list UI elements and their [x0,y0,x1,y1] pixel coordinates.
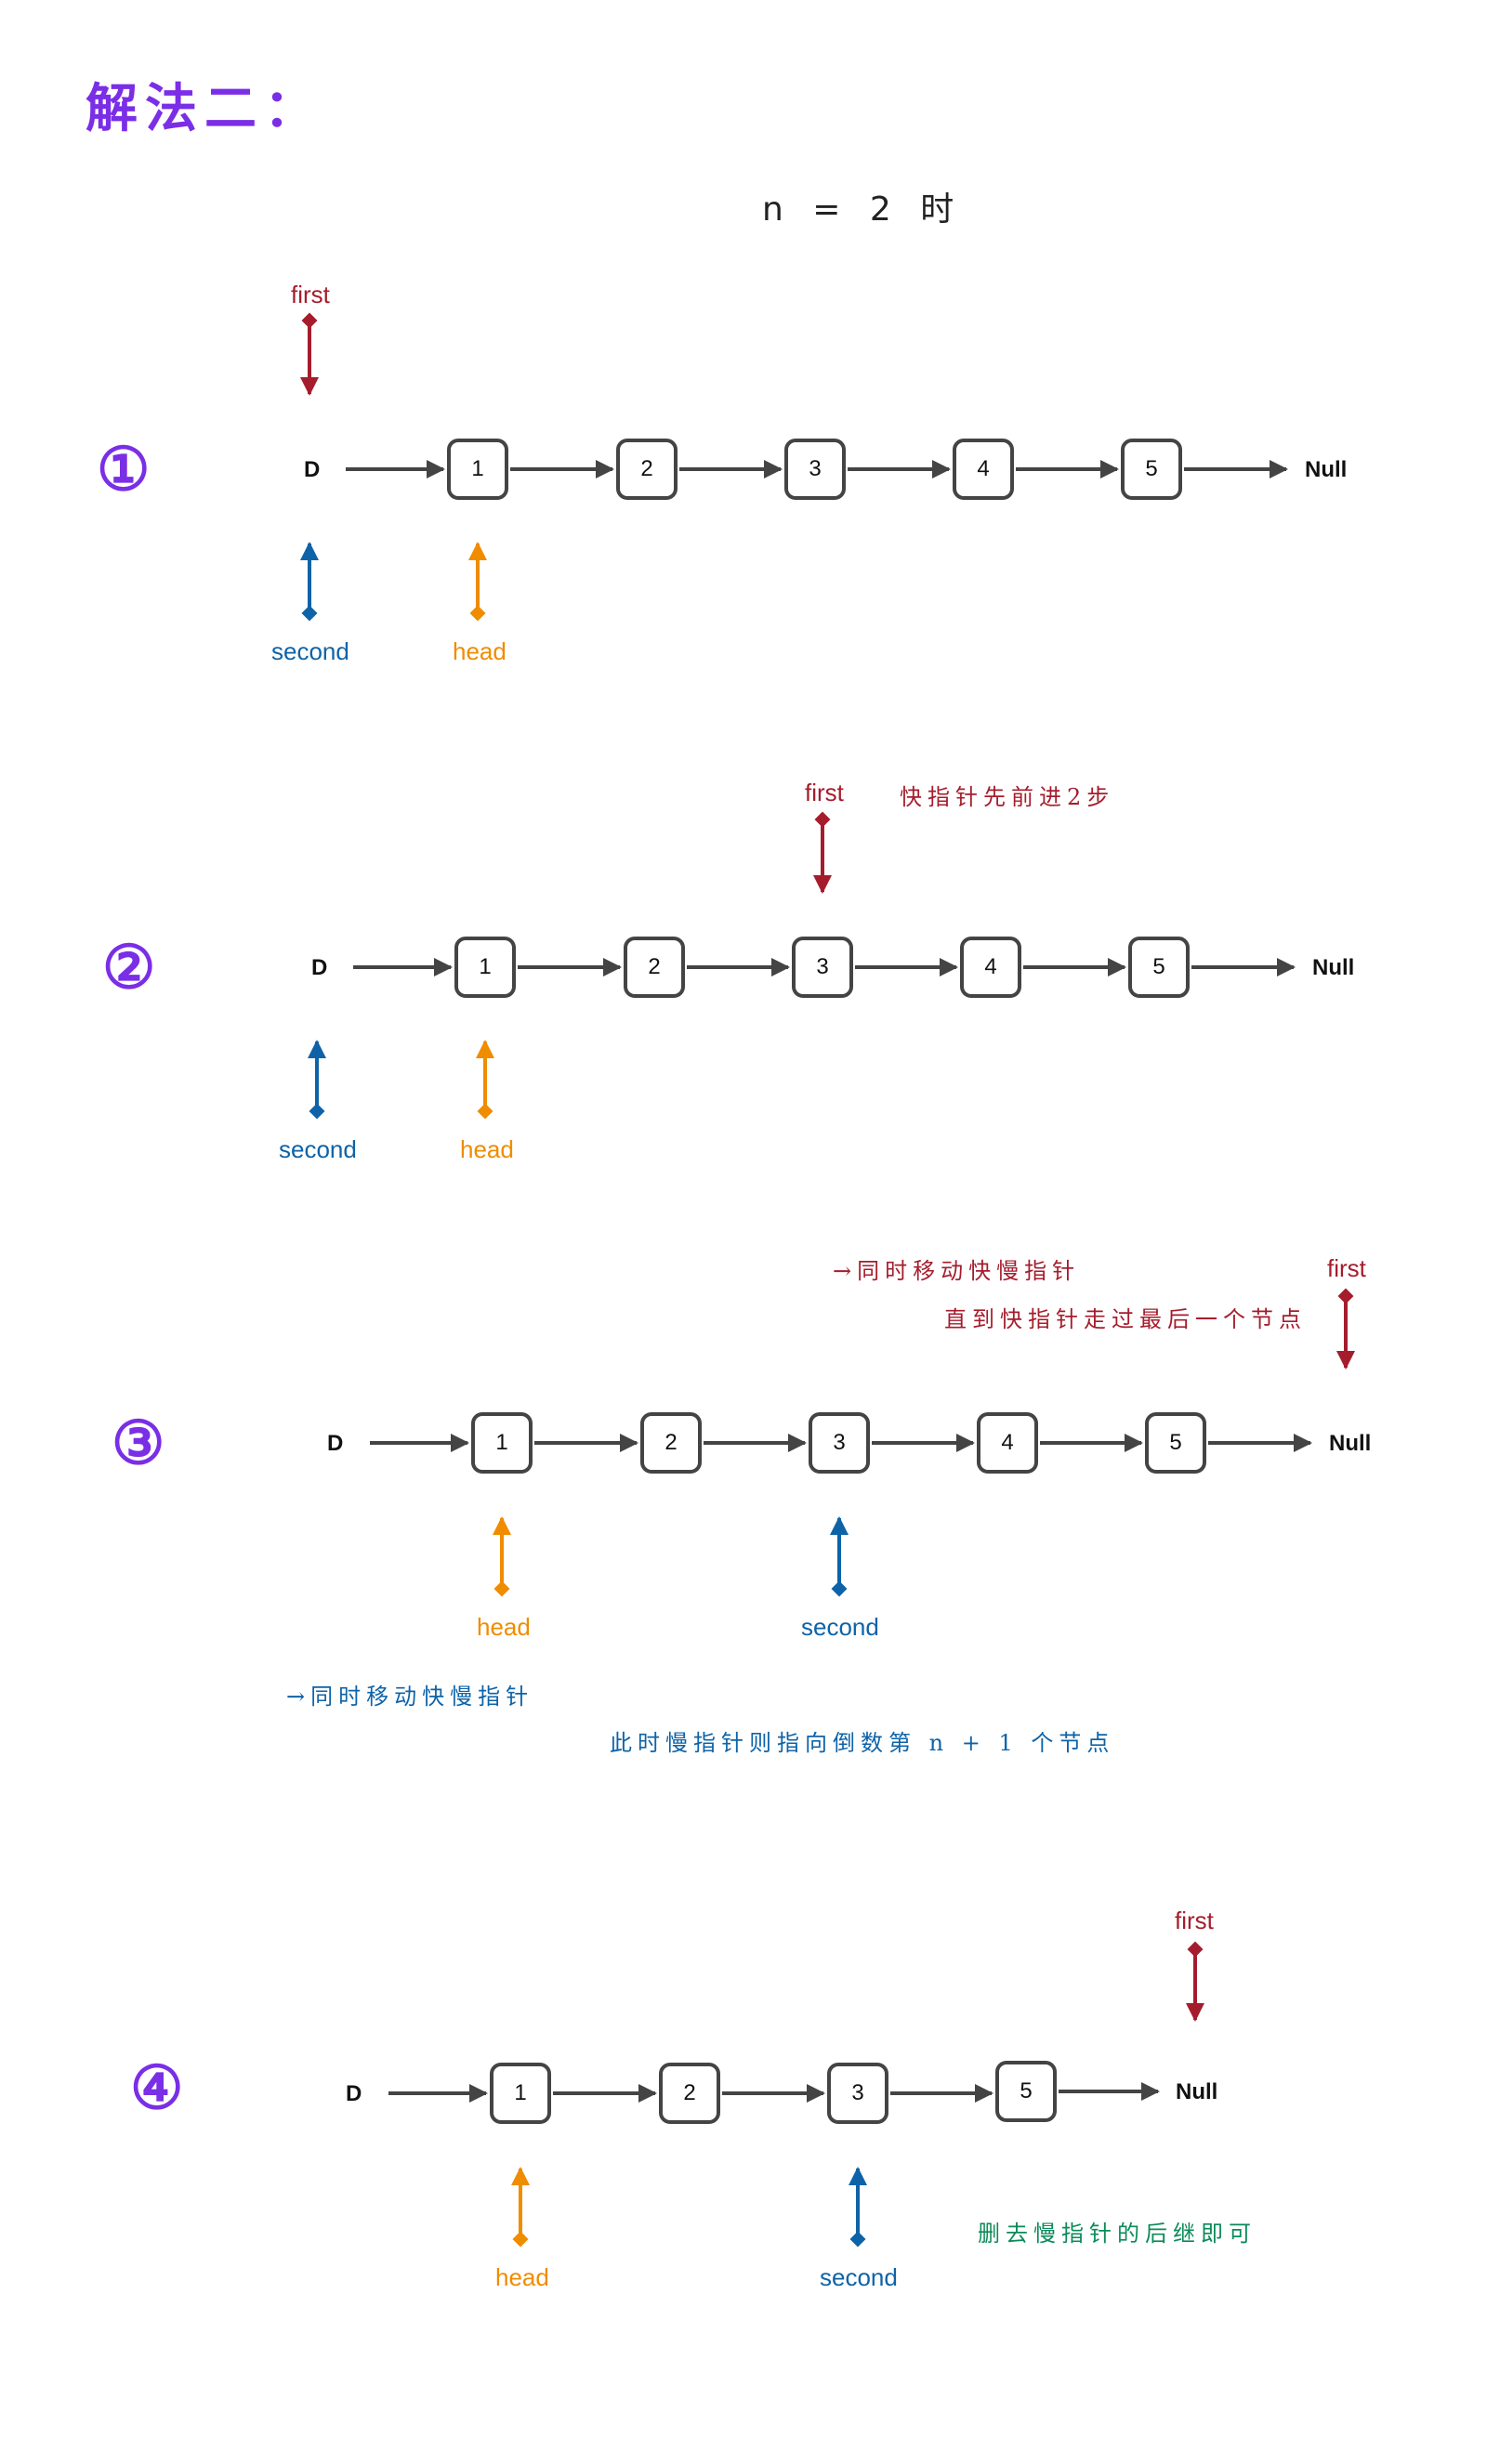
step-2-node: 2 [624,937,685,998]
step-1-marker: ① [97,435,151,505]
step-1-head-pointer [468,542,487,622]
step-3-first-pointer [1336,1288,1355,1370]
step-4-second-pointer [849,2167,867,2248]
step-3-node: 3 [809,1412,870,1474]
step-4-node: 5 [995,2061,1057,2122]
step-4-null-label: Null [1176,2079,1218,2104]
step-1-node: 2 [616,439,678,500]
step-3-node: 1 [471,1412,533,1474]
step-1-node: 3 [784,439,846,500]
step-1-null-label: Null [1305,457,1348,482]
step-1-first-label: first [291,281,330,308]
step-3-head-label: head [477,1613,531,1641]
step-1-node: 5 [1121,439,1182,500]
step-3-null-label: Null [1329,1431,1372,1456]
step-3-node: 5 [1145,1412,1206,1474]
step-4-second-label: second [820,2263,898,2291]
step-4-first-pointer [1186,1941,1204,2022]
step-1-second-label: second [271,637,349,665]
step-3-note-until: 直到快指针走过最后一个节点 [944,1306,1307,1332]
subtitle: n = 2 时 [762,190,964,229]
step-2-head-label: head [460,1135,514,1163]
step-1-node: 1 [447,439,508,500]
step-4-dummy-label: D [346,2081,362,2106]
step-1-second-pointer [300,542,319,622]
step-2-first-label: first [805,779,844,806]
step-2-note: 快指针先前进2步 [900,784,1115,810]
step-3-node: 2 [640,1412,702,1474]
step-4-head-label: head [495,2263,549,2291]
step-2-node: 5 [1128,937,1190,998]
step-2-second-pointer [308,1040,326,1120]
step-3-note-move-2: →同时移动快慢指针 [286,1684,534,1710]
step-2-node: 4 [960,937,1021,998]
step-2-null-label: Null [1312,955,1355,980]
step-3-note-slow: 此时慢指针则指向倒数第 n + 1 个节点 [610,1730,1115,1756]
step-3-dummy-label: D [327,1431,344,1456]
step-2-node: 1 [454,937,516,998]
step-4-marker: ④ [130,2053,184,2123]
step-3-first-label: first [1327,1254,1366,1282]
step-3-second-pointer [830,1516,849,1597]
step-1-dummy-label: D [304,457,321,482]
step-4-head-pointer [511,2167,530,2248]
step-3-node: 4 [977,1412,1038,1474]
step-2-node: 3 [792,937,853,998]
step-4-first-label: first [1175,1907,1214,1934]
step-4-node: 2 [659,2063,720,2124]
step-2-head-pointer [476,1040,494,1120]
step-2-first-pointer [813,811,832,894]
step-4-note: 删去慢指针的后继即可 [978,2221,1257,2247]
step-2-second-label: second [279,1135,357,1163]
step-4-node: 3 [827,2063,888,2124]
step-3-marker: ③ [112,1409,165,1478]
step-4-node: 1 [490,2063,551,2124]
step-3-head-pointer [493,1516,511,1597]
page-title: 解法二： [86,78,323,139]
step-2-marker: ② [102,933,156,1003]
step-3-note-move: →同时移动快慢指针 [833,1258,1081,1284]
step-1-node: 4 [953,439,1014,500]
step-1-first-pointer [300,312,319,396]
step-1-head-label: head [453,637,507,665]
step-3-second-label: second [801,1613,879,1641]
step-2-dummy-label: D [311,955,328,980]
